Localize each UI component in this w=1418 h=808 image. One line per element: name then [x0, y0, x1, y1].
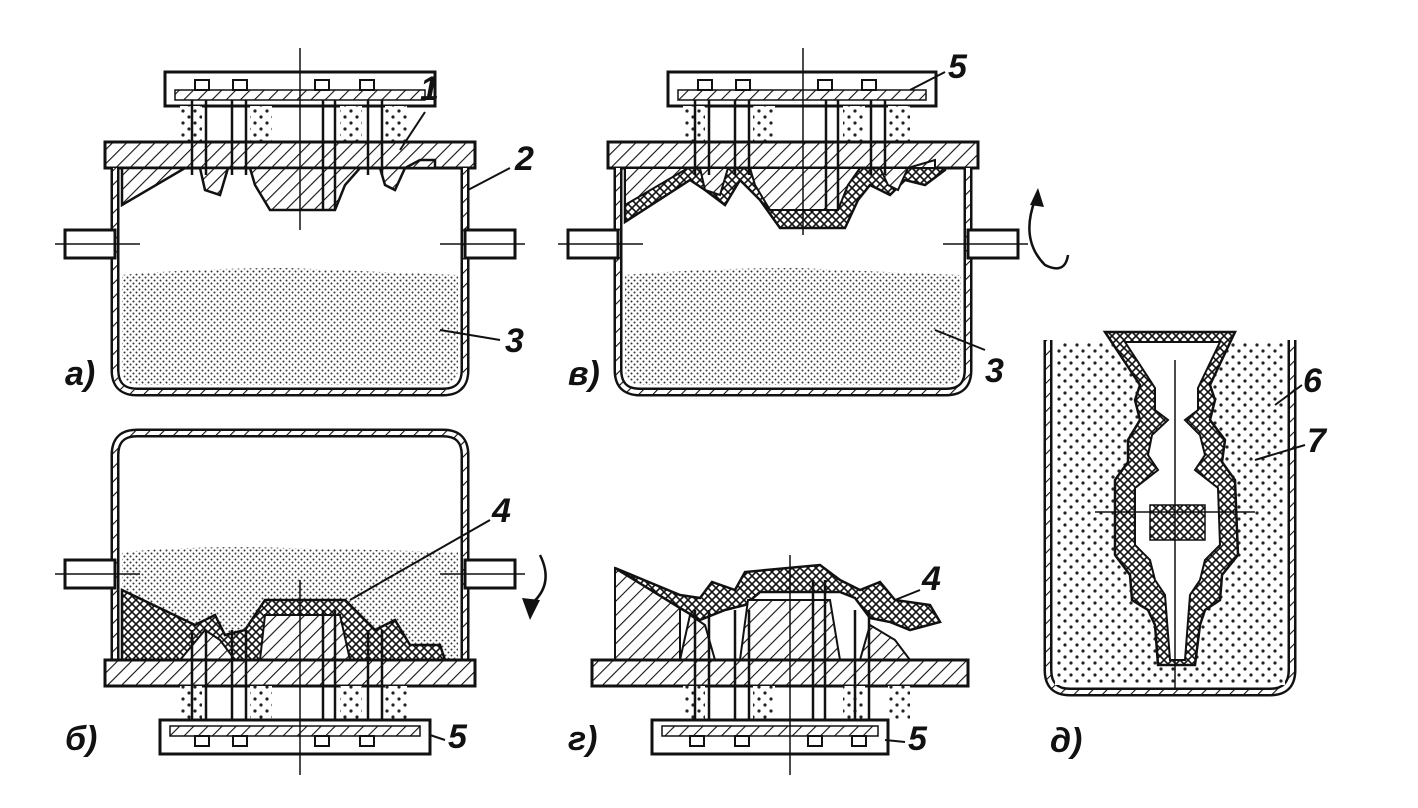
label-3: 3	[505, 322, 524, 360]
label-5: 5	[448, 718, 468, 756]
caption-b: б)	[65, 720, 97, 758]
panel-v: 5 3 в)	[558, 48, 1070, 397]
casting-pattern	[120, 158, 437, 212]
caption-v: в)	[568, 355, 600, 393]
panel-a: 1 2 3 а)	[55, 48, 534, 397]
label-4: 4	[921, 560, 941, 598]
panel-d: 6 7 д)	[1043, 330, 1328, 760]
sand-fill	[122, 268, 458, 385]
label-5: 5	[948, 48, 968, 86]
label-4: 4	[491, 492, 511, 530]
label-1: 1	[420, 70, 439, 108]
label-3: 3	[985, 352, 1004, 390]
caption-a: а)	[65, 355, 95, 393]
caption-d: д)	[1050, 722, 1082, 760]
rotation-arrow	[1028, 199, 1070, 270]
label-5: 5	[908, 720, 928, 758]
label-7: 7	[1307, 422, 1328, 460]
label-2: 2	[514, 140, 534, 178]
caption-g: г)	[568, 720, 597, 758]
label-6: 6	[1303, 362, 1323, 400]
panel-b: 4 5 б)	[55, 428, 547, 775]
panel-g: 4 5 г)	[568, 555, 970, 775]
